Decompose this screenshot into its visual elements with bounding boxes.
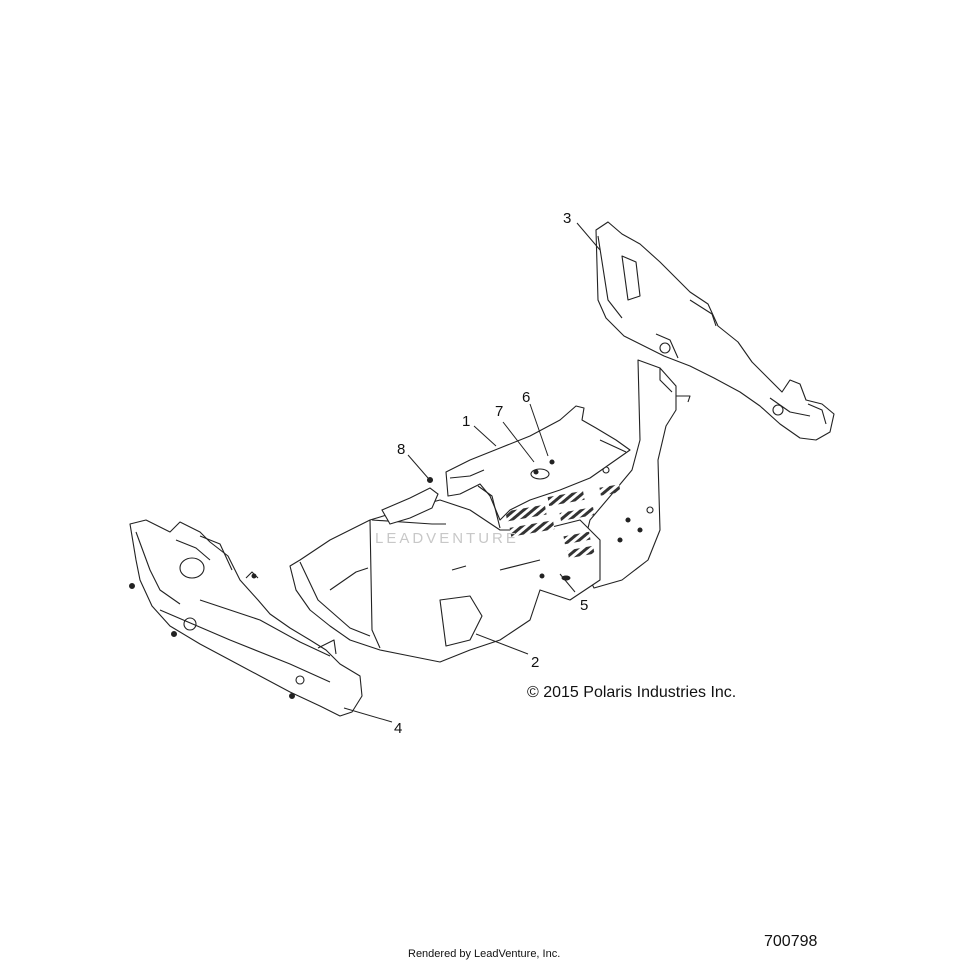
diagram-number: 700798	[764, 933, 818, 950]
floor-tread	[505, 484, 621, 559]
part-3-right-panel	[595, 221, 835, 441]
callout-1: 1	[462, 413, 471, 430]
part-8-rail	[381, 476, 439, 525]
part-4-left-panel	[129, 519, 363, 717]
callout-3: 3	[563, 210, 572, 227]
watermark: LEADVENTURE	[375, 530, 519, 547]
rendered-by-credit: Rendered by LeadVenture, Inc.	[408, 948, 561, 960]
callout-5: 5	[580, 597, 589, 614]
fasteners	[129, 573, 571, 699]
part-1-floor-rail	[445, 405, 631, 529]
part-2-floor-pan	[289, 359, 691, 663]
copyright-notice: © 2015 Polaris Industries Inc.	[527, 684, 737, 701]
callout-4: 4	[394, 720, 403, 737]
callout-8: 8	[397, 441, 406, 458]
callout-2: 2	[531, 654, 540, 671]
callout-7: 7	[495, 403, 504, 420]
leader-lines	[343, 222, 601, 723]
callout-6: 6	[522, 389, 531, 406]
